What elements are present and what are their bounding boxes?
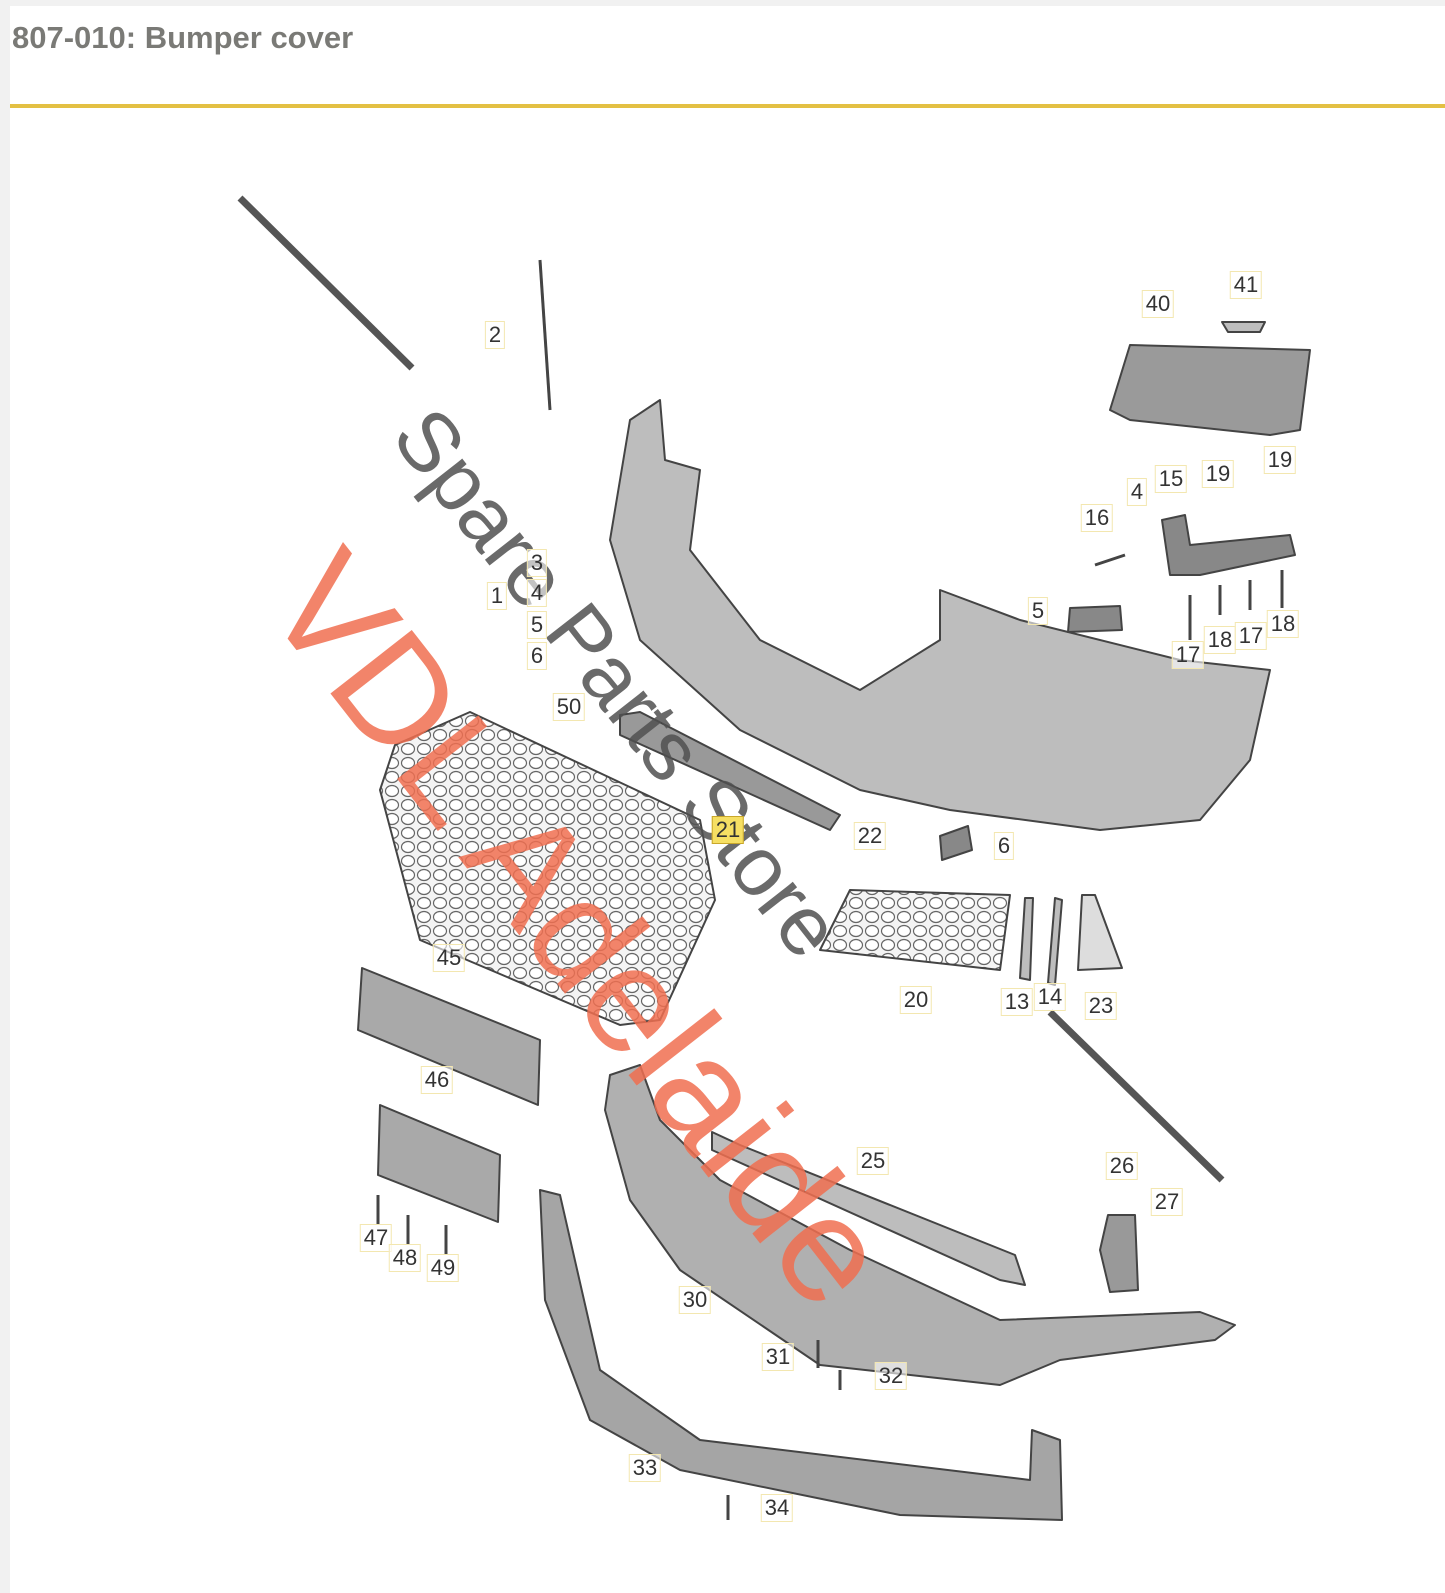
callout[interactable]: 25 [856, 1147, 890, 1175]
lower-grille[interactable] [819, 889, 1011, 971]
callout[interactable]: 40 [1141, 290, 1175, 318]
callout[interactable]: 6 [526, 642, 548, 670]
callout[interactable]: 5 [526, 611, 548, 639]
watermark-lines [237, 195, 1225, 1183]
callout[interactable]: 4 [1126, 478, 1148, 506]
callout[interactable]: 15 [1154, 465, 1188, 493]
callout[interactable]: 17 [1171, 641, 1205, 669]
screws [376, 259, 1284, 1520]
callout[interactable]: 27 [1150, 1188, 1184, 1216]
callout-highlighted[interactable]: 21 [711, 816, 745, 844]
mounting-bracket[interactable] [1161, 514, 1296, 576]
callout[interactable]: 17 [1234, 622, 1268, 650]
grille-trim-strip[interactable] [619, 711, 841, 831]
callout[interactable]: 3 [526, 549, 548, 577]
callout[interactable]: 19 [1201, 460, 1235, 488]
callout[interactable]: 16 [1080, 504, 1114, 532]
title-divider [10, 104, 1445, 108]
callout[interactable]: 45 [432, 944, 466, 972]
page-title: 807-010: Bumper cover [12, 20, 354, 55]
callout[interactable]: 46 [420, 1066, 454, 1094]
callout[interactable]: 23 [1084, 992, 1118, 1020]
cover-6[interactable] [939, 825, 973, 861]
callout[interactable]: 14 [1033, 983, 1067, 1011]
callout[interactable]: 4 [526, 579, 548, 607]
license-plate-base[interactable] [377, 1104, 501, 1223]
callout[interactable]: 18 [1203, 626, 1237, 654]
callout[interactable]: 34 [760, 1494, 794, 1522]
callout[interactable]: 48 [388, 1244, 422, 1272]
callout[interactable]: 50 [552, 693, 586, 721]
callout[interactable]: 33 [628, 1454, 662, 1482]
callout[interactable]: 49 [426, 1254, 460, 1282]
callout[interactable]: 5 [1027, 597, 1049, 625]
spoiler-lower[interactable] [604, 1064, 1236, 1386]
license-plate-bracket[interactable] [357, 967, 541, 1106]
fog-light-housing[interactable] [1109, 344, 1311, 436]
callout[interactable]: 32 [874, 1362, 908, 1390]
callout[interactable]: 19 [1263, 446, 1297, 474]
callout[interactable]: 41 [1229, 271, 1263, 299]
trim-strip-13[interactable] [1019, 897, 1034, 981]
callout[interactable]: 47 [359, 1224, 393, 1252]
callout[interactable]: 6 [993, 832, 1015, 860]
callout[interactable]: 18 [1266, 610, 1300, 638]
guide-piece[interactable] [1099, 1214, 1139, 1293]
callout[interactable]: 2 [484, 321, 506, 349]
trim-panel-23[interactable] [1077, 894, 1123, 971]
trim-strip-14[interactable] [1047, 897, 1063, 986]
bracket-5[interactable] [1067, 605, 1123, 633]
callout[interactable]: 20 [899, 986, 933, 1014]
cover-cap[interactable] [1221, 321, 1266, 333]
callout[interactable]: 1 [486, 582, 508, 610]
callout[interactable]: 13 [1000, 988, 1034, 1016]
reinforcement-strip[interactable] [711, 1131, 1026, 1286]
callout[interactable]: 30 [678, 1286, 712, 1314]
callout[interactable]: 22 [853, 822, 887, 850]
spoiler-lip[interactable] [539, 1189, 1063, 1521]
callout[interactable]: 31 [761, 1343, 795, 1371]
callout[interactable]: 26 [1105, 1152, 1139, 1180]
